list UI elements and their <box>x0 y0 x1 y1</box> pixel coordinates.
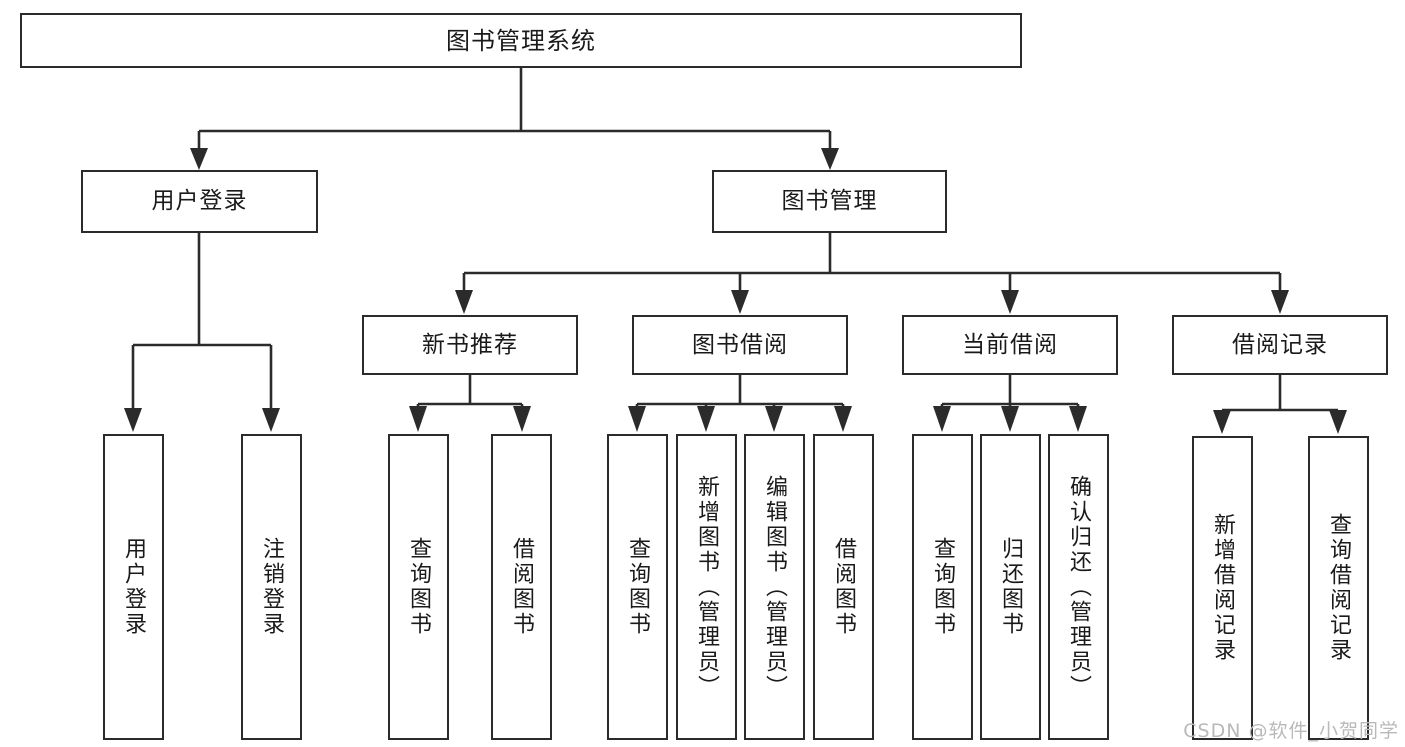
node-label: 借阅图书 <box>509 537 535 637</box>
node-user-login[interactable]: 用户登录 <box>81 170 318 233</box>
node-label: 新书推荐 <box>422 331 518 358</box>
arrow-bm-child4 <box>1271 290 1289 314</box>
arrow-cb-child3 <box>1069 406 1087 432</box>
arrow-cb-child1 <box>933 406 951 432</box>
arrow-bb-child3 <box>765 406 783 432</box>
node-label: 查询借阅记录 <box>1326 513 1352 663</box>
leaf-user-login-login[interactable]: 用户登录 <box>103 434 164 740</box>
node-label: 用户登录 <box>121 537 147 637</box>
node-label: 借阅图书 <box>831 537 857 637</box>
arrow-nb-child2 <box>513 406 531 432</box>
node-label: 归还图书 <box>998 537 1024 637</box>
node-new-book-recommend[interactable]: 新书推荐 <box>362 315 578 375</box>
node-label: 图书管理 <box>781 188 878 215</box>
arrow-bb-child2 <box>697 406 715 432</box>
arrow-br-child1 <box>1213 410 1231 434</box>
node-label: 注销登录 <box>259 537 285 637</box>
leaf-book-borrow-borrow[interactable]: 借阅图书 <box>813 434 874 740</box>
leaf-current-borrow-return[interactable]: 归还图书 <box>980 434 1041 740</box>
node-label: 借阅记录 <box>1232 331 1328 358</box>
node-label: 编辑图书（管理员） <box>762 474 788 700</box>
leaf-new-book-borrow[interactable]: 借阅图书 <box>491 434 552 740</box>
arrow-bm-child1 <box>455 290 473 314</box>
node-label: 确认归还（管理员） <box>1066 474 1092 700</box>
leaf-book-borrow-edit[interactable]: 编辑图书（管理员） <box>744 434 805 740</box>
leaf-borrow-record-add[interactable]: 新增借阅记录 <box>1192 436 1253 740</box>
node-label: 查询图书 <box>625 537 651 637</box>
arrow-bb-child4 <box>834 406 852 432</box>
arrow-nb-child1 <box>409 406 427 432</box>
node-current-borrow[interactable]: 当前借阅 <box>902 315 1118 375</box>
leaf-current-borrow-confirm-return[interactable]: 确认归还（管理员） <box>1048 434 1109 740</box>
node-root-system[interactable]: 图书管理系统 <box>20 13 1022 68</box>
node-label: 用户登录 <box>151 188 248 215</box>
leaf-borrow-record-query[interactable]: 查询借阅记录 <box>1308 436 1369 740</box>
leaf-user-login-logout[interactable]: 注销登录 <box>241 434 302 740</box>
csdn-watermark: CSDN @软件_小贺同学 <box>1183 720 1399 742</box>
node-borrow-record[interactable]: 借阅记录 <box>1172 315 1388 375</box>
arrow-bm-child3 <box>1001 290 1019 314</box>
arrow-user-login <box>190 148 208 170</box>
node-label: 查询图书 <box>406 537 432 637</box>
arrow-br-child2 <box>1329 410 1347 434</box>
arrow-book-mgmt <box>821 148 839 170</box>
arrow-ul-child1 <box>124 408 142 432</box>
node-label: 新增图书（管理员） <box>694 474 720 700</box>
leaf-book-borrow-add[interactable]: 新增图书（管理员） <box>676 434 737 740</box>
arrow-ul-child2 <box>262 408 280 432</box>
node-label: 图书借阅 <box>692 331 788 358</box>
leaf-book-borrow-query[interactable]: 查询图书 <box>607 434 668 740</box>
arrow-bb-child1 <box>628 406 646 432</box>
arrow-cb-child2 <box>1001 406 1019 432</box>
node-book-borrow[interactable]: 图书借阅 <box>632 315 848 375</box>
node-label: 图书管理系统 <box>446 26 596 55</box>
leaf-new-book-query[interactable]: 查询图书 <box>388 434 449 740</box>
node-label: 新增借阅记录 <box>1210 513 1236 663</box>
node-label: 当前借阅 <box>962 331 1058 358</box>
node-book-management[interactable]: 图书管理 <box>712 170 947 233</box>
node-label: 查询图书 <box>930 537 956 637</box>
leaf-current-borrow-query[interactable]: 查询图书 <box>912 434 973 740</box>
arrow-bm-child2 <box>731 290 749 314</box>
